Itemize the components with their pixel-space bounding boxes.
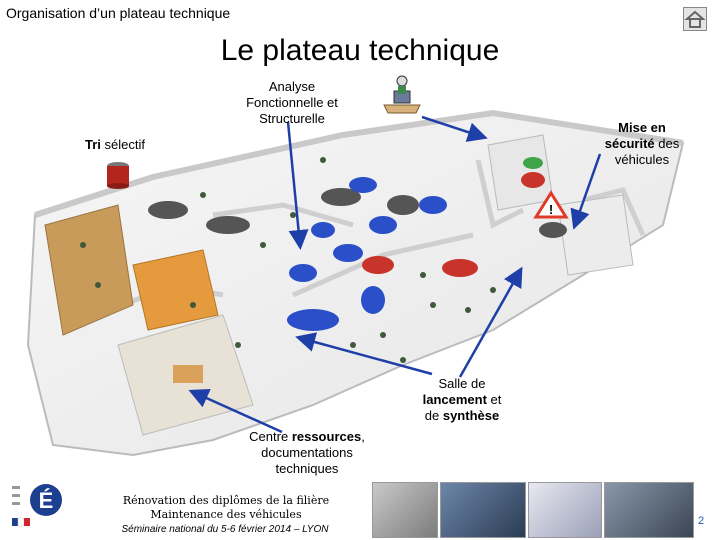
label-mise-en-securite: Mise en sécurité des véhicules (604, 120, 680, 167)
recycling-bin-icon (107, 162, 129, 189)
computer-user-icon (383, 75, 421, 114)
label-centre-ressources: Centre ressources, documentations techni… (249, 429, 365, 476)
page-title: Le plateau technique (220, 34, 500, 67)
label-tri-selectif: Tri sélectif (85, 137, 145, 152)
warning-sign-icon: ! (533, 190, 569, 219)
home-icon (684, 10, 706, 28)
footer-photo-3 (528, 482, 602, 538)
section-title: Organisation d’un plateau technique (6, 5, 231, 21)
footer-line-3: Séminaire national du 5-6 février 2014 –… (121, 524, 329, 535)
page-number: 2 (698, 515, 705, 527)
floor-plan-illustration: ! (26, 109, 684, 456)
footer-line-1: Rénovation des diplômes de la filière (122, 494, 330, 507)
label-analyse-fonctionnelle: Analyse Fonctionnelle et Structurelle (246, 79, 338, 126)
footer-line-2: Maintenance des véhicules (150, 508, 302, 521)
label-salle-de-lancement: Salle de lancement et de synthèse (422, 376, 502, 423)
home-button[interactable] (683, 7, 707, 31)
footer-photo-1 (372, 482, 438, 538)
ministry-logo: É (12, 484, 62, 527)
footer-photo-2 (440, 482, 526, 538)
footer-photo-4 (604, 482, 694, 538)
svg-text:É: É (39, 488, 54, 513)
svg-text:!: ! (549, 202, 553, 217)
